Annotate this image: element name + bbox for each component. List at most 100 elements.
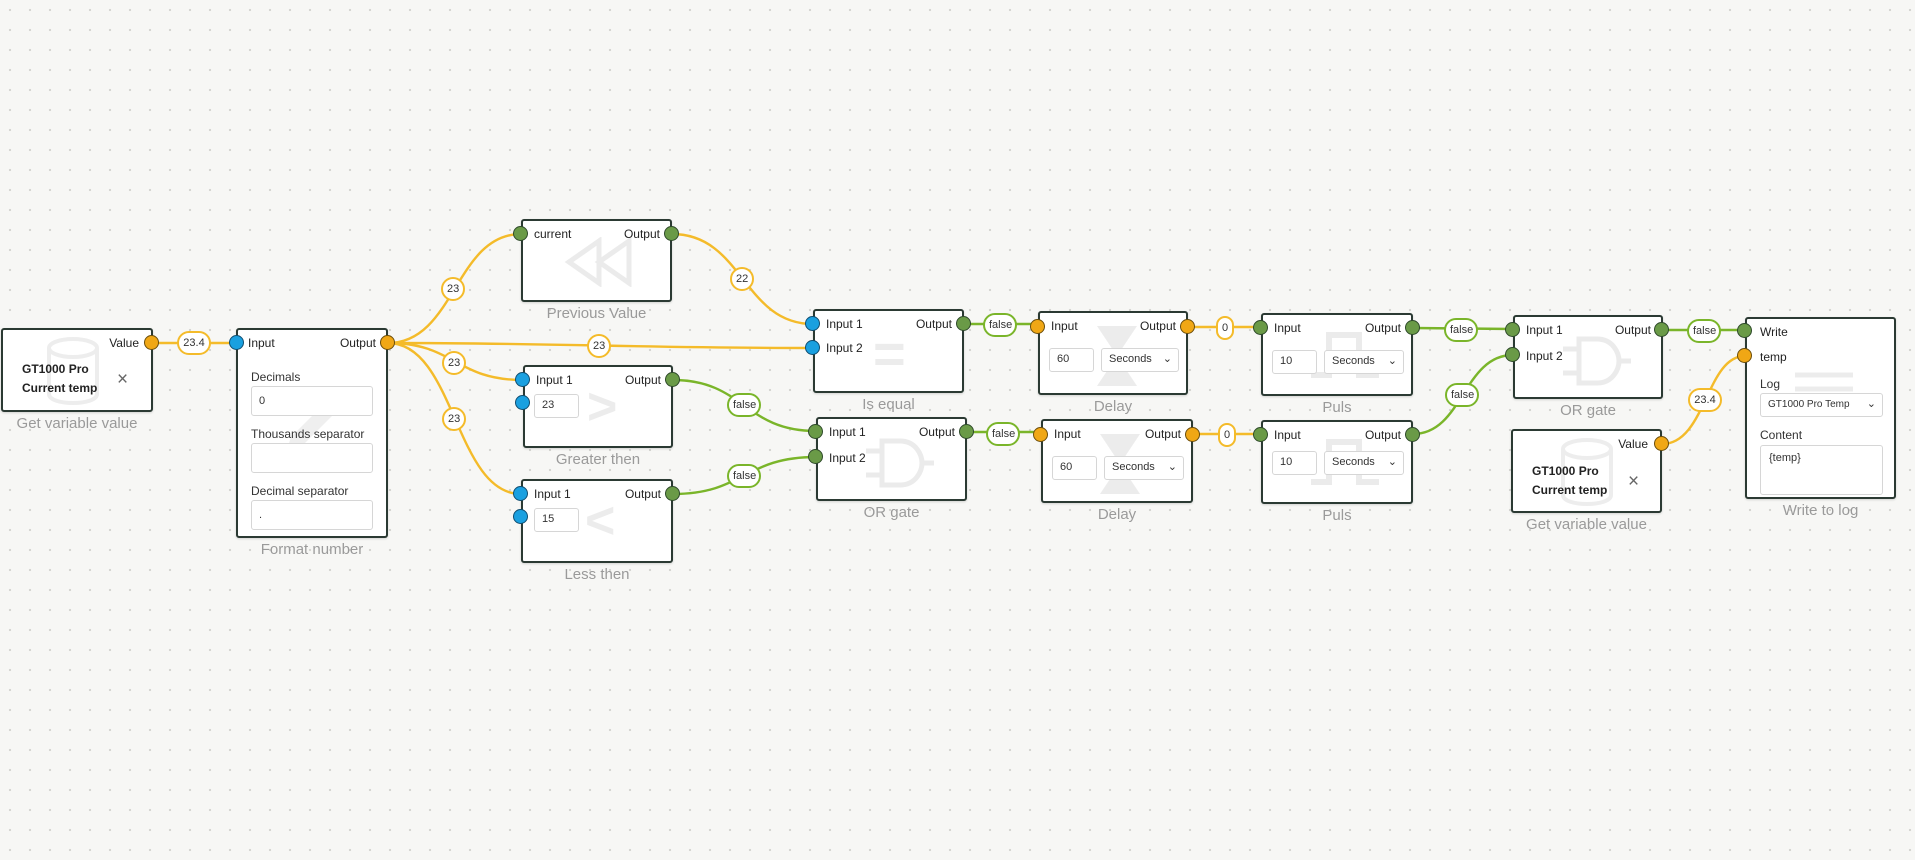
wire-value-badge: 23.4 [1688, 388, 1722, 412]
puls-value-input[interactable]: 10 [1272, 451, 1317, 475]
port-label-input: Input [1051, 319, 1078, 333]
port-output-out[interactable] [665, 372, 680, 387]
get-variable-node[interactable]: Value GT1000 Pro Current temp × [1511, 429, 1662, 513]
node-title-puls: Puls [1322, 507, 1352, 524]
port-output-out[interactable] [959, 424, 974, 439]
delay-unit-select[interactable]: Seconds ⌄ [1101, 348, 1179, 372]
content-label: Content [1760, 428, 1803, 442]
is-equal-node[interactable]: = Input 1 Input 2 Output [813, 309, 964, 393]
delay-value-input[interactable]: 60 [1049, 348, 1094, 372]
port-input2-in[interactable] [805, 340, 820, 355]
port-write-in[interactable] [1737, 323, 1752, 338]
node-title-greater-then: Greater then [555, 451, 641, 468]
port-input2-in[interactable] [513, 509, 528, 524]
wire-value-badge: 23.4 [177, 331, 211, 355]
delay-node[interactable]: Input Output 60 Seconds ⌄ [1038, 311, 1188, 395]
port-current-in[interactable] [513, 226, 528, 241]
input2-value[interactable]: 23 [534, 394, 579, 418]
input2-value[interactable]: 15 [534, 508, 579, 532]
node-title-write-to-log: Write to log [1782, 502, 1859, 519]
port-input1-in[interactable] [513, 486, 528, 501]
node-title-is-equal: Is equal [862, 396, 915, 413]
decimal-separator-label: Decimal separator [251, 484, 349, 498]
delay-value-input[interactable]: 60 [1052, 456, 1097, 480]
delay-unit-select[interactable]: Seconds ⌄ [1104, 456, 1184, 480]
greater-than-icon: > [587, 378, 618, 436]
wire-value-badge: 23 [441, 277, 465, 301]
close-icon[interactable]: × [1628, 471, 1640, 492]
node-title-or-gate: OR gate [1560, 402, 1616, 419]
port-output-out[interactable] [1180, 319, 1195, 334]
port-temp-in[interactable] [1737, 348, 1752, 363]
port-input-in[interactable] [1253, 427, 1268, 442]
variable-name: GT1000 Pro Current temp [1532, 462, 1607, 500]
decimals-input[interactable]: 0 [251, 386, 373, 416]
thousands-separator-input[interactable] [251, 443, 373, 473]
wire-value-badge: 0 [1218, 423, 1236, 447]
port-label-output: Output [915, 317, 952, 331]
puls-node[interactable]: Input Output 10 Seconds ⌄ [1261, 313, 1413, 396]
port-label-temp: temp [1760, 350, 1787, 364]
delay-unit-value: Seconds [1109, 353, 1152, 365]
decimal-separator-input[interactable]: . [251, 500, 373, 530]
log-select[interactable]: GT1000 Pro Temp ⌄ [1760, 393, 1883, 417]
get-variable-node[interactable]: Value GT1000 Pro Current temp × [1, 328, 153, 412]
port-input1-in[interactable] [1505, 322, 1520, 337]
port-label-value: Value [109, 336, 139, 350]
or-gate-node[interactable]: Input 1 Input 2 Output [816, 417, 967, 501]
port-input-in[interactable] [1253, 320, 1268, 335]
port-input-in[interactable] [1030, 319, 1045, 334]
rewind-icon [563, 236, 635, 292]
content-textarea[interactable]: {temp} [1760, 445, 1883, 495]
port-output-out[interactable] [664, 226, 679, 241]
node-title-or-gate: OR gate [863, 504, 920, 521]
write-to-log-node[interactable]: Write temp Log GT1000 Pro Temp ⌄ Content… [1745, 317, 1896, 499]
less-then-node[interactable]: < Input 1 Output 15 [521, 479, 673, 563]
port-output-out[interactable] [1405, 427, 1420, 442]
port-input2-in[interactable] [808, 449, 823, 464]
port-value-out[interactable] [144, 335, 159, 350]
port-input1-in[interactable] [515, 372, 530, 387]
puls-unit-select[interactable]: Seconds ⌄ [1324, 451, 1404, 475]
port-output-out[interactable] [1185, 427, 1200, 442]
node-title-delay: Delay [1093, 398, 1133, 415]
wire-value-badge: 0 [1216, 316, 1234, 340]
chevron-down-icon: ⌄ [1167, 461, 1177, 473]
port-label-input2: Input 2 [826, 341, 863, 355]
port-input1-in[interactable] [808, 424, 823, 439]
delay-node[interactable]: Input Output 60 Seconds ⌄ [1041, 419, 1193, 503]
format-number-node[interactable]: Input Output Decimals 0 Thousands separa… [236, 328, 388, 538]
puls-unit-select[interactable]: Seconds ⌄ [1324, 350, 1404, 374]
puls-unit-value: Seconds [1332, 456, 1375, 468]
port-input2-in[interactable] [1505, 347, 1520, 362]
port-input-in[interactable] [1033, 427, 1048, 442]
port-value-out[interactable] [1654, 436, 1669, 451]
puls-node[interactable]: Input Output 10 Seconds ⌄ [1261, 420, 1413, 504]
port-label-input1: Input 1 [1526, 323, 1563, 337]
port-output-out[interactable] [380, 335, 395, 350]
node-title-get-variable: Get variable value [16, 415, 138, 432]
logic-gate-icon [1557, 331, 1633, 396]
port-label-output: Output [1364, 321, 1401, 335]
port-label-input1: Input 1 [829, 425, 866, 439]
port-label-current: current [534, 227, 572, 241]
or-gate-node[interactable]: Input 1 Input 2 Output [1513, 315, 1663, 399]
port-input-in[interactable] [229, 335, 244, 350]
port-output-out[interactable] [665, 486, 680, 501]
previous-value-node[interactable]: current Output [521, 219, 672, 302]
wire-value-badge: 23 [442, 407, 466, 431]
node-title-less-then: Less then [564, 566, 630, 583]
port-label-output: Output [1144, 427, 1181, 441]
port-output-out[interactable] [956, 316, 971, 331]
port-output-out[interactable] [1654, 322, 1669, 337]
wire-value-badge: false [727, 393, 761, 417]
close-icon[interactable]: × [117, 369, 129, 390]
puls-value-input[interactable]: 10 [1272, 350, 1317, 374]
greater-then-node[interactable]: > Input 1 Output 23 [523, 365, 673, 448]
node-title-previous-value: Previous Value [546, 305, 647, 322]
port-label-input1: Input 1 [534, 487, 571, 501]
port-input1-in[interactable] [805, 316, 820, 331]
port-input2-in[interactable] [515, 395, 530, 410]
port-output-out[interactable] [1405, 320, 1420, 335]
wire-value-badge: false [986, 422, 1020, 446]
